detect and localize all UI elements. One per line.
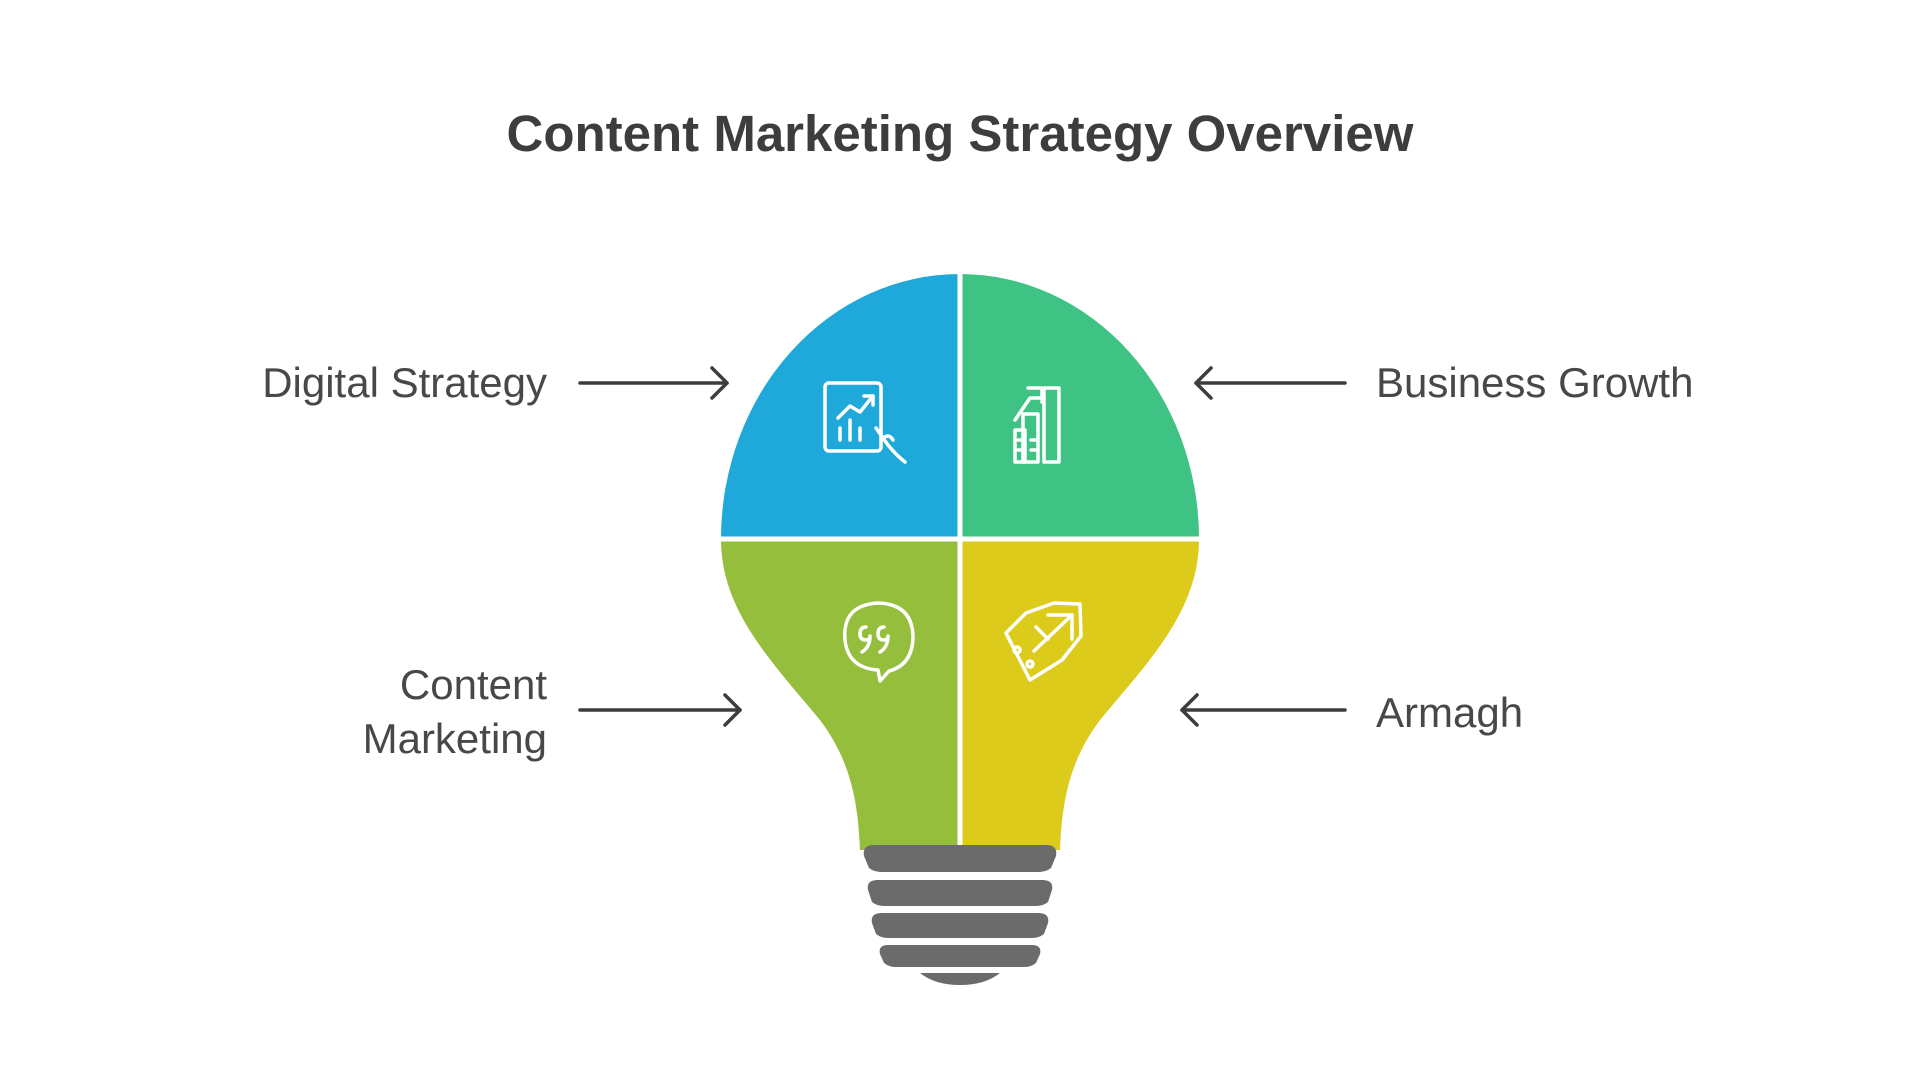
quadrant-bottom-right	[960, 539, 1199, 850]
growth-chart-icon	[1013, 386, 1061, 464]
label-content-marketing: Content Marketing	[363, 658, 547, 766]
quadrant-top-left	[721, 274, 960, 539]
arrow-business-growth	[1194, 366, 1347, 400]
arrow-content-marketing	[578, 693, 742, 727]
label-content-marketing-line-2: Marketing	[362, 715, 547, 762]
label-content-marketing-line-1: Content	[399, 661, 547, 708]
label-business-growth: Business Growth	[1376, 359, 1694, 406]
label-armagh: Armagh	[1376, 689, 1524, 736]
tablet-chart-icon	[823, 381, 907, 464]
label-digital-strategy: Digital Strategy	[262, 359, 547, 406]
quote-bubble-icon	[843, 601, 915, 683]
arrow-badge-icon	[1004, 601, 1083, 682]
quadrant-bottom-left	[721, 539, 960, 850]
quadrant-top-right	[960, 274, 1199, 539]
diagram-title: Content Marketing Strategy Overview	[506, 105, 1414, 162]
arrow-armagh	[1180, 693, 1347, 727]
arrow-digital-strategy	[578, 366, 729, 400]
bulb-base	[863, 845, 1057, 985]
